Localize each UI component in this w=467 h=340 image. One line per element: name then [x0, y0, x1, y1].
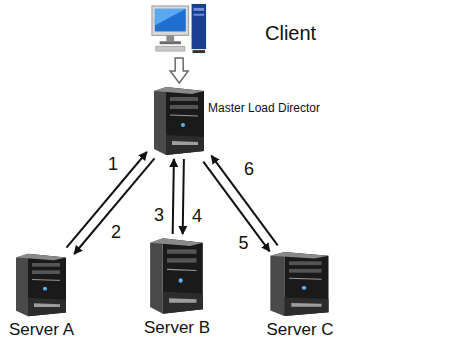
request-connector: [66, 152, 146, 248]
server: Server C: [268, 250, 332, 318]
callout-number: 3: [152, 206, 166, 224]
request-connector: [183, 159, 184, 234]
callout-number: 4: [190, 207, 204, 225]
callout-number: 5: [236, 234, 250, 252]
node-label: Master Load Director: [208, 102, 320, 116]
request-connector: [203, 162, 269, 252]
server-icon: [268, 250, 332, 322]
callout-number: 1: [106, 155, 120, 173]
node-label: Server B: [144, 318, 210, 338]
request-connector: [173, 159, 174, 234]
server: Server A: [14, 252, 69, 318]
server-icon: [14, 252, 69, 322]
computer-icon: [150, 2, 208, 60]
server: Server B: [148, 236, 206, 316]
node-label: Server C: [266, 320, 333, 340]
server-icon: [148, 236, 206, 320]
callout-number: 6: [242, 160, 256, 178]
node-label: Server A: [9, 320, 74, 340]
client-computer: Client: [150, 2, 208, 56]
server-icon: [152, 85, 207, 161]
request-arrow: [170, 58, 188, 83]
master-load-director: Master Load Director: [152, 85, 207, 157]
request-connector: [211, 156, 277, 246]
node-label: Client: [265, 22, 316, 45]
callout-number: 2: [109, 223, 123, 241]
